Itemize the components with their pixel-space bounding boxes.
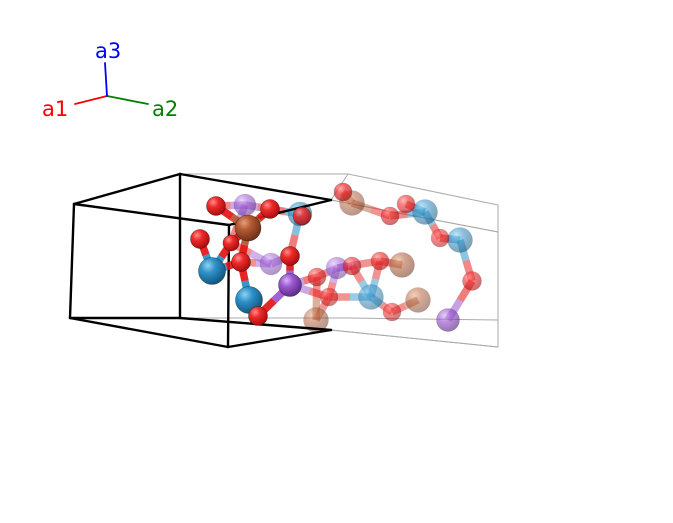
- atom-oxygen[interactable]: [319, 287, 339, 307]
- atom-oxygen[interactable]: [396, 194, 416, 214]
- unit-cell-edge: [68, 202, 76, 320]
- atom-oxygen[interactable]: [382, 302, 402, 322]
- axis-line-a3: [104, 62, 108, 97]
- atom-lithium[interactable]: [278, 273, 302, 297]
- atom-titanium[interactable]: [198, 257, 226, 285]
- atom-iron[interactable]: [405, 287, 431, 313]
- atom-oxygen[interactable]: [430, 228, 450, 248]
- atom-oxygen[interactable]: [370, 251, 390, 271]
- axis-label-a3: a3: [95, 39, 121, 63]
- atom-lithium[interactable]: [259, 252, 283, 276]
- atom-oxygen[interactable]: [342, 256, 362, 276]
- atom-oxygen[interactable]: [292, 206, 312, 226]
- atom-oxygen[interactable]: [231, 252, 251, 272]
- atom-titanium[interactable]: [358, 284, 384, 310]
- unit-cell-edge: [72, 172, 182, 206]
- atoms-solid-group: [190, 196, 312, 326]
- atom-oxygen[interactable]: [307, 267, 327, 287]
- atom-oxygen[interactable]: [260, 199, 280, 219]
- unit-cell-edge: [347, 317, 499, 321]
- unit-cell-edge: [178, 172, 333, 202]
- axis-label-a1: a1: [42, 97, 68, 121]
- unit-cell-edge: [226, 328, 333, 349]
- atom-oxygen[interactable]: [280, 246, 300, 266]
- axis-line-a1: [74, 95, 108, 105]
- atom-oxygen[interactable]: [190, 229, 210, 249]
- unit-cell-edge: [347, 173, 499, 206]
- atom-oxygen[interactable]: [333, 182, 353, 202]
- unit-cell-edge: [68, 316, 230, 349]
- atom-oxygen[interactable]: [380, 206, 400, 226]
- atom-lithium[interactable]: [436, 308, 460, 332]
- atom-oxygen[interactable]: [248, 306, 268, 326]
- unit-cell-edge: [72, 202, 231, 227]
- atom-oxygen[interactable]: [462, 271, 482, 291]
- axis-line-a2: [106, 95, 149, 105]
- unit-cell-edge: [330, 329, 499, 348]
- atom-iron[interactable]: [389, 252, 415, 278]
- axes-lines-group: [74, 62, 149, 105]
- atom-oxygen[interactable]: [222, 234, 240, 252]
- atom-titanium[interactable]: [412, 199, 438, 225]
- atom-iron[interactable]: [234, 214, 262, 242]
- axis-label-a2: a2: [152, 97, 178, 121]
- atom-oxygen[interactable]: [206, 196, 226, 216]
